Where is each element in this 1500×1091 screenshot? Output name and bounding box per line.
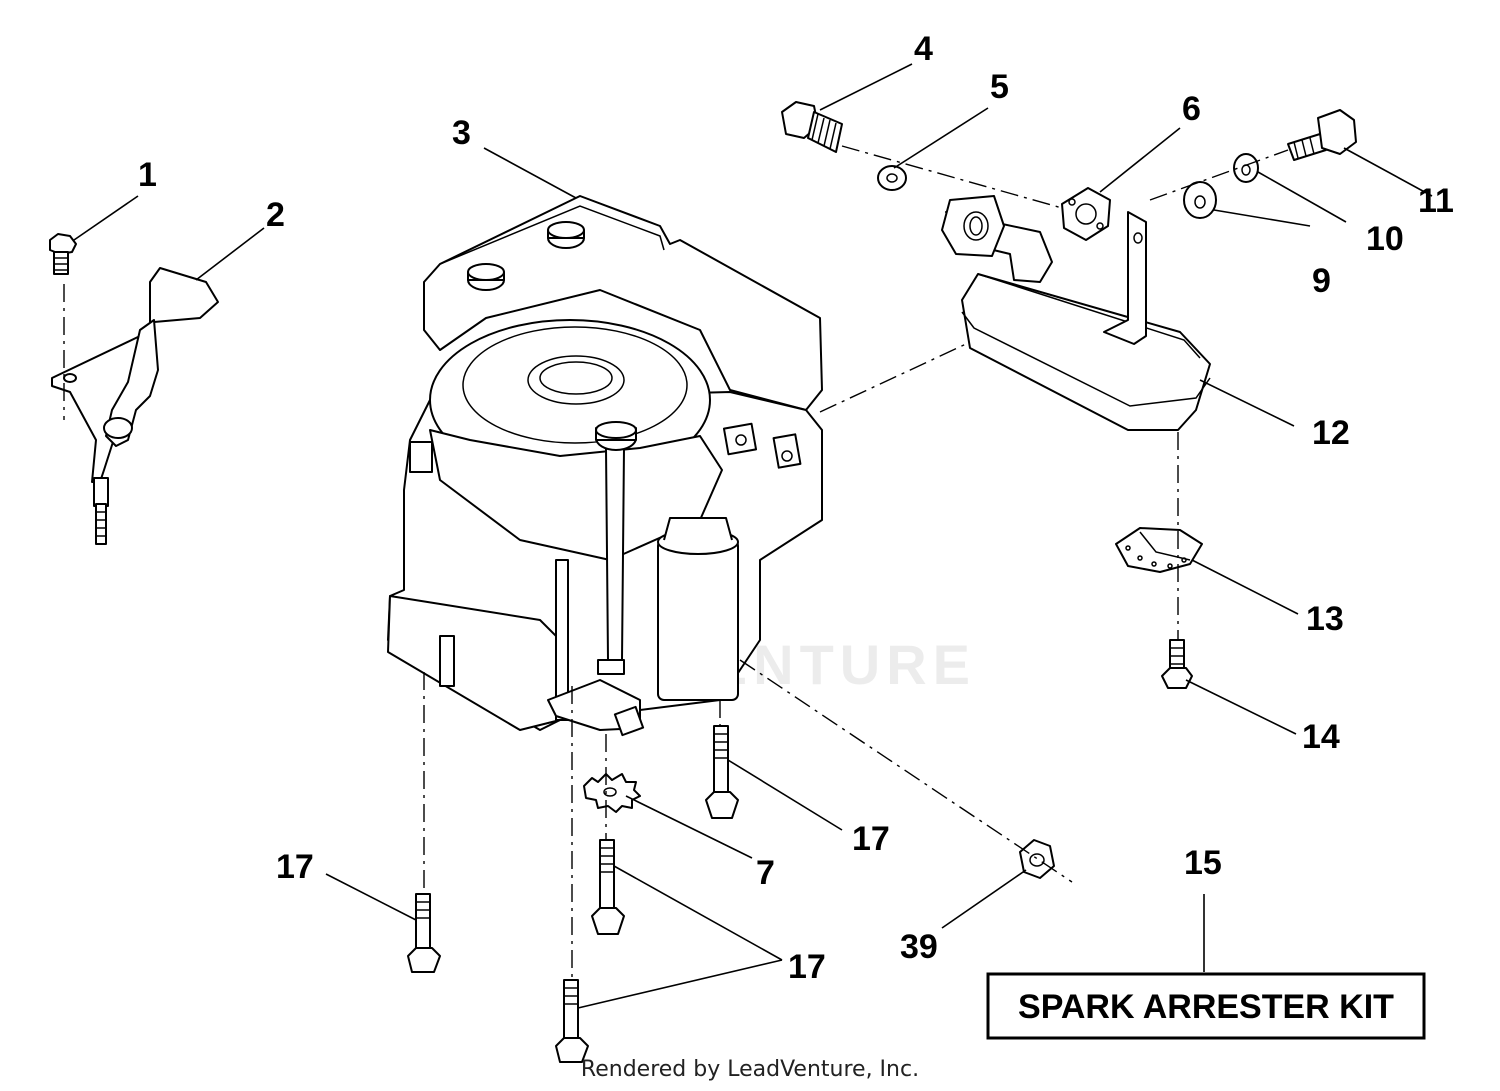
callout-1: 1 <box>138 156 157 194</box>
callout-15: 15 <box>1184 844 1222 882</box>
part-1-bolt <box>49 233 77 275</box>
callout-11: 11 <box>1418 182 1454 220</box>
part-9-washer <box>1183 181 1217 219</box>
callout-2: 2 <box>266 196 285 234</box>
spark-arrester-kit-label: SPARK ARRESTER KIT <box>1018 988 1394 1026</box>
part-5-washer <box>877 165 907 191</box>
assembly-lines <box>63 145 1289 980</box>
part-11-bolt <box>1287 109 1357 161</box>
part-17-bolt-b <box>591 839 625 935</box>
callout-12: 12 <box>1312 414 1350 452</box>
part-39-nut <box>1019 839 1055 879</box>
part-17-bolt-a <box>705 725 739 819</box>
part-10-lockwasher <box>1233 153 1259 183</box>
part-4-bolt <box>781 101 843 153</box>
callouts: 1 2 3 4 5 6 7 9 10 11 12 13 14 15 17 17 … <box>138 30 1454 986</box>
callout-17-a: 17 <box>852 820 890 858</box>
part-6-gasket <box>1061 187 1111 241</box>
part-13-spark-arrester-screen <box>1115 527 1203 573</box>
callout-6: 6 <box>1182 90 1201 128</box>
callout-4: 4 <box>914 30 933 68</box>
callout-3: 3 <box>452 114 471 152</box>
exhaust-pipe <box>941 195 1053 283</box>
part-7-star-washer <box>583 773 641 813</box>
leader-lines <box>73 63 1433 1009</box>
footer-credit: Rendered by LeadVenture, Inc. <box>580 1057 920 1082</box>
callout-5: 5 <box>990 68 1009 106</box>
callout-39: 39 <box>900 928 938 966</box>
part-2-throttle-control <box>51 267 219 545</box>
callout-7: 7 <box>756 854 775 892</box>
callout-17-c: 17 <box>788 948 826 986</box>
part-14-screw <box>1161 639 1193 689</box>
callout-13: 13 <box>1306 600 1344 638</box>
callout-10: 10 <box>1366 220 1404 258</box>
part-17-bolt-d <box>555 979 589 1063</box>
callout-9: 9 <box>1312 262 1331 300</box>
callout-14: 14 <box>1302 718 1340 756</box>
spark-arrester-kit: SPARK ARRESTER KIT <box>986 972 1426 1040</box>
part-12-muffler <box>961 211 1211 431</box>
callout-17-b: 17 <box>276 848 314 886</box>
spark-arrester-kit-box <box>986 972 1426 1040</box>
part-17-bolt-c <box>407 893 441 973</box>
part-3-engine <box>387 195 823 737</box>
